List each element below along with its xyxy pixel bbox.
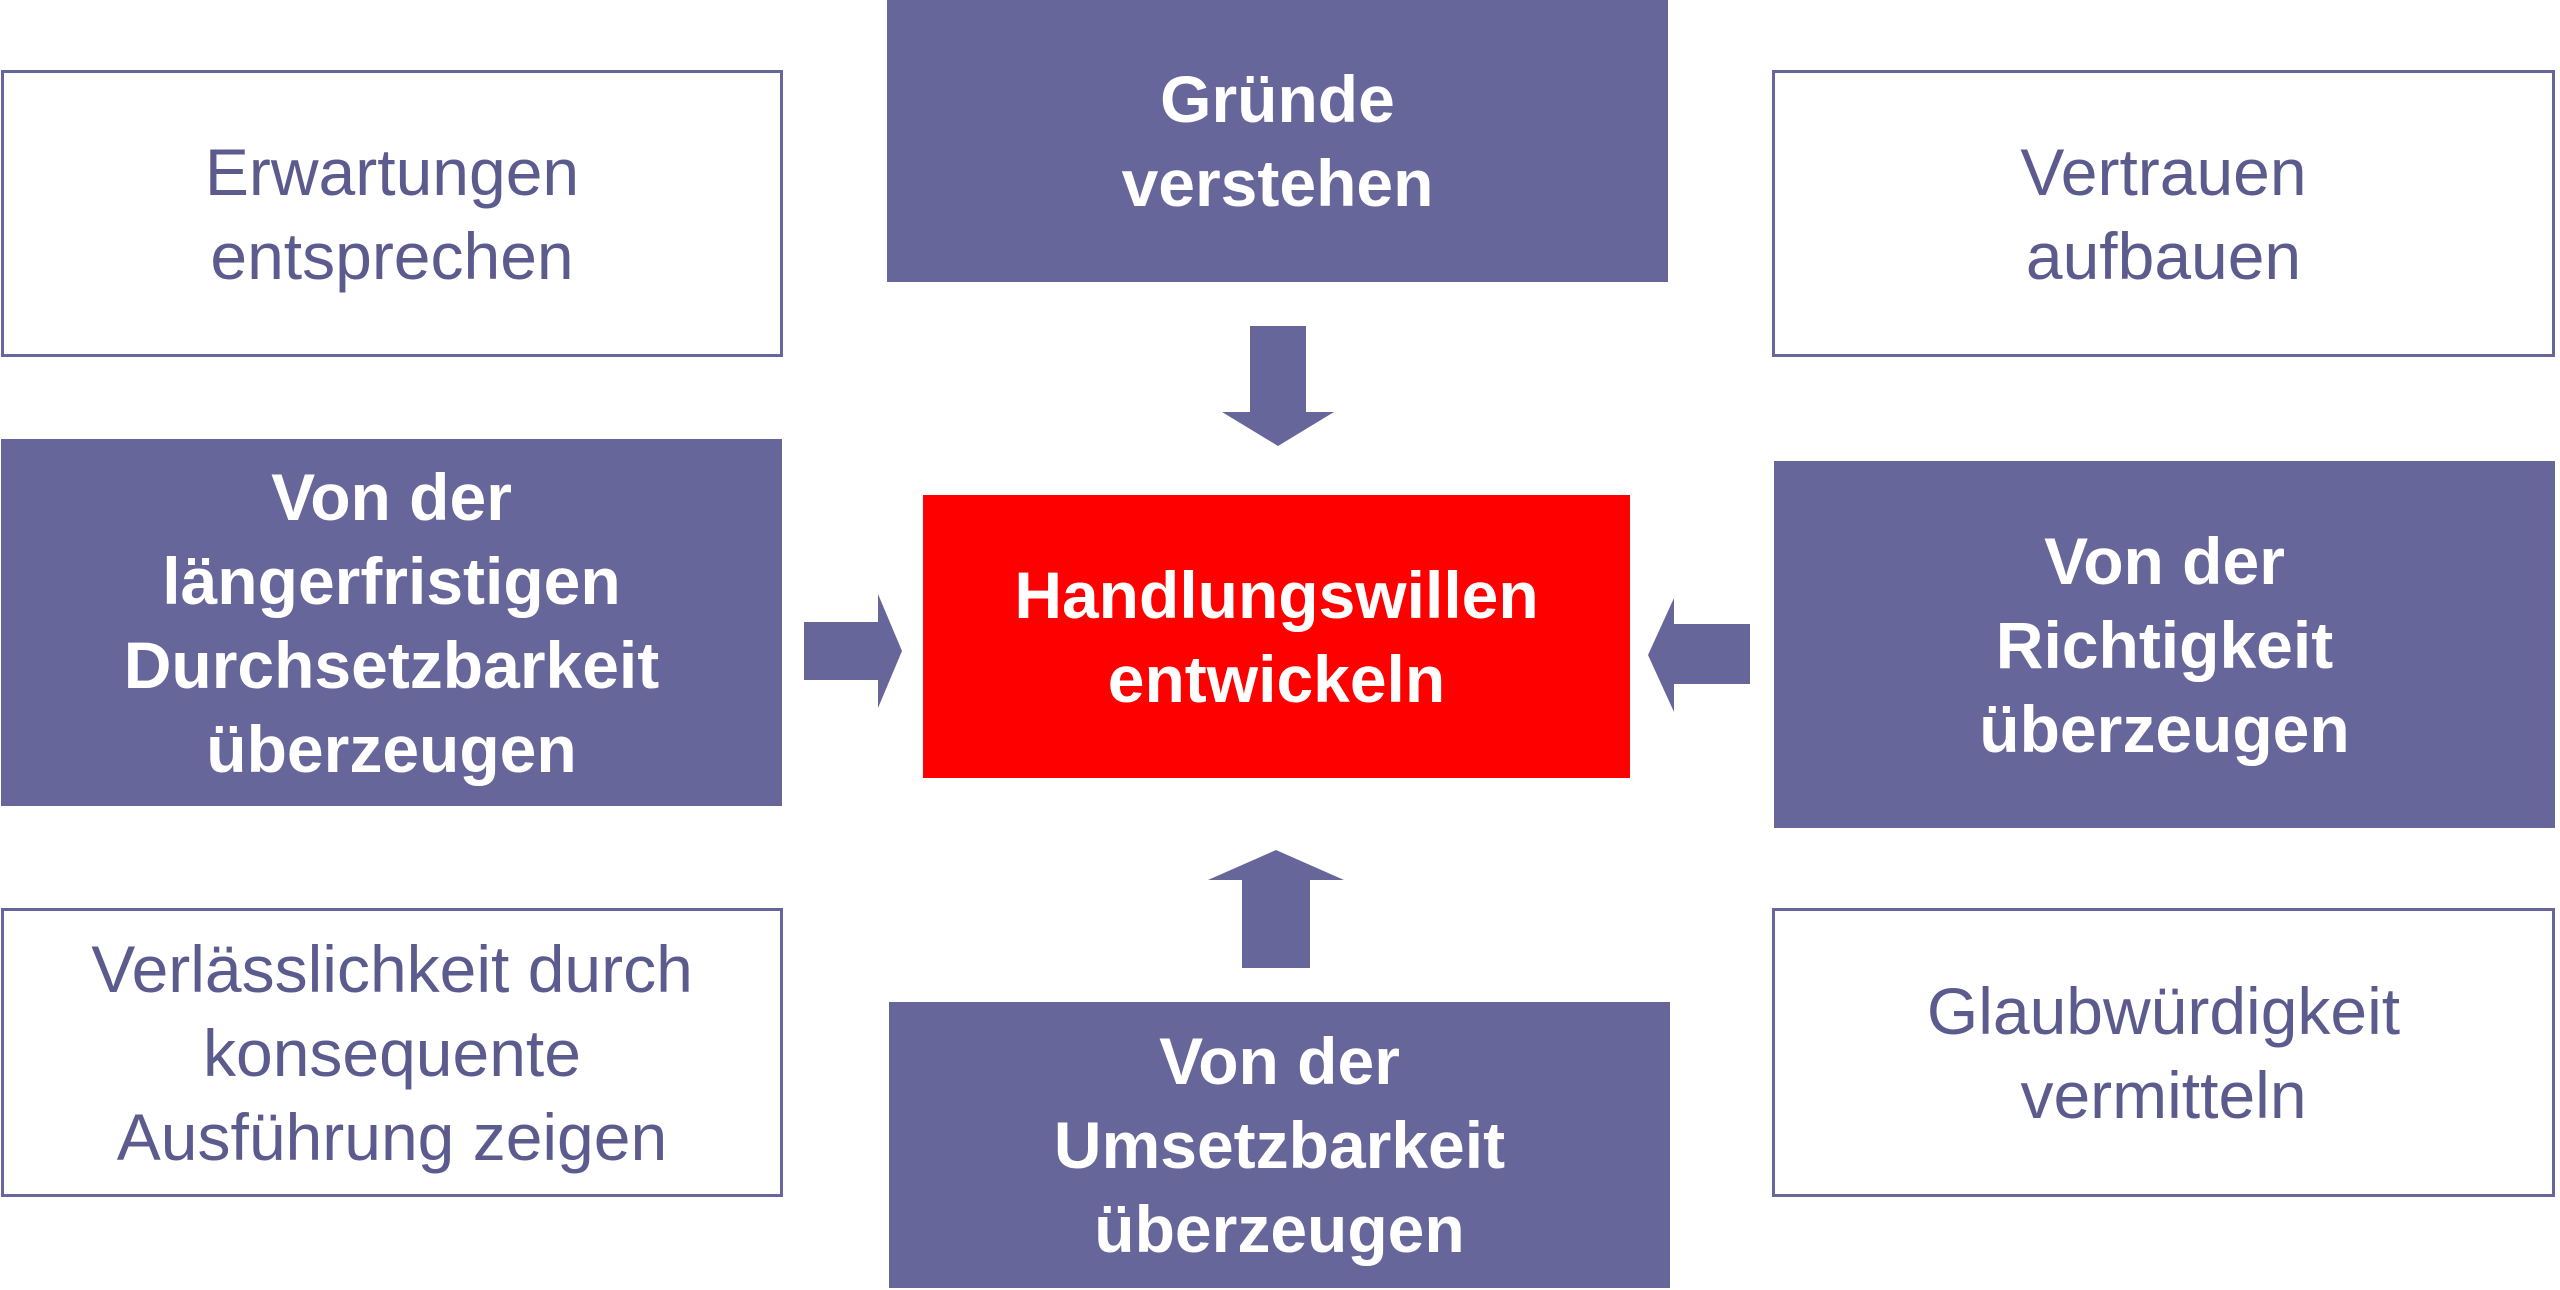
trust-box: Vertrauen aufbauen <box>1772 70 2555 357</box>
feasibility-box: Von der Umsetzbarkeit überzeugen <box>889 1002 1670 1288</box>
correctness-label: Von der Richtigkeit überzeugen <box>1979 523 2350 766</box>
arrow-down-icon <box>1222 326 1334 446</box>
long-term-enforceability-label: Von der längerfristigen Durchsetzbarkeit… <box>123 459 660 786</box>
trust-label: Vertrauen aufbauen <box>2020 134 2307 293</box>
arrow-up-icon <box>1208 850 1344 968</box>
expectations-label: Erwartungen entsprechen <box>204 134 580 293</box>
arrow-right-icon <box>804 594 902 708</box>
feasibility-label: Von der Umsetzbarkeit überzeugen <box>1053 1024 1506 1266</box>
expectations-box: Erwartungen entsprechen <box>1 70 783 357</box>
credibility-box: Glaubwürdigkeit vermitteln <box>1772 908 2555 1197</box>
reliability-box: Verlässlichkeit durch konsequente Ausfüh… <box>1 908 783 1197</box>
reliability-label: Verlässlichkeit durch konsequente Ausfüh… <box>91 931 693 1174</box>
correctness-box: Von der Richtigkeit überzeugen <box>1774 461 2555 828</box>
arrow-left-icon <box>1648 598 1750 712</box>
understand-reasons-label: Gründe verstehen <box>1121 62 1434 220</box>
willingness-to-act-label: Handlungswillen entwickeln <box>1014 557 1539 716</box>
long-term-enforceability-box: Von der längerfristigen Durchsetzbarkeit… <box>1 439 782 806</box>
understand-reasons-box: Gründe verstehen <box>887 0 1668 282</box>
credibility-label: Glaubwürdigkeit vermitteln <box>1926 973 2401 1132</box>
willingness-to-act-box: Handlungswillen entwickeln <box>923 495 1630 778</box>
